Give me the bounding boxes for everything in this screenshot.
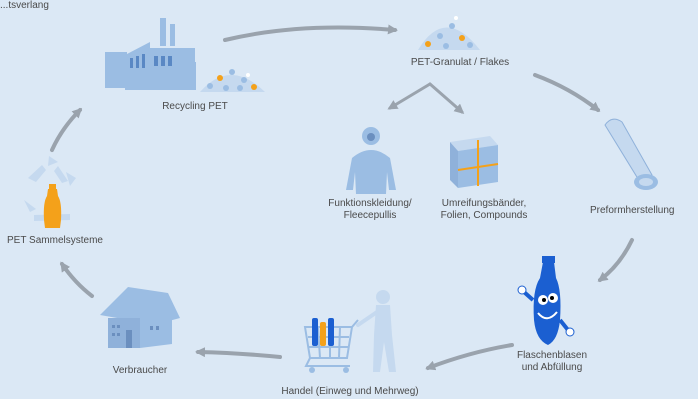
label-handel: Handel (Einweg und Mehrweg) <box>281 386 419 397</box>
arrow-sammel-to-recycling <box>50 107 83 152</box>
preform-icon <box>604 118 658 190</box>
arrow-recycling-to-granulat <box>223 24 398 42</box>
branch-peak-left <box>387 82 432 110</box>
label-funktionskleidung: Funktionskleidung/ Fleecepullis <box>310 198 430 222</box>
label-flaschenblasen: Flaschenblasen und Abfüllung <box>502 350 602 374</box>
granulate-pile-top <box>418 16 480 50</box>
shopping-cart-person-icon <box>303 290 396 373</box>
package-box-icon <box>450 136 499 188</box>
branch-arrows <box>387 82 465 114</box>
diagram-title-fragment: ...tsverlang <box>0 0 49 11</box>
arrow-handel-to-verbraucher <box>195 347 282 359</box>
label-sammelsysteme: PET Sammelsysteme <box>7 235 103 246</box>
label-umreifungsbaender-line-1: Umreifungsbänder, <box>441 198 527 209</box>
arrow-preform-to-flaschen <box>597 238 634 282</box>
arrow-verbraucher-to-sammel <box>60 261 94 298</box>
hoodie-icon <box>346 127 396 194</box>
label-umreifungsbaender-line-2: Folien, Compounds <box>440 210 528 221</box>
branch-peak-right <box>428 82 465 114</box>
label-flaschenblasen-line-2: und Abfüllung <box>521 362 583 373</box>
arrow-granulat-to-preform <box>533 73 601 112</box>
recycle-bottle-icon <box>24 156 76 228</box>
arrow-flaschen-to-handel <box>425 343 514 371</box>
house-icon <box>100 287 180 348</box>
label-umreifungsbaender: Umreifungsbänder, Folien, Compounds <box>424 198 544 222</box>
label-funktionskleidung-line-1: Funktionskleidung/ <box>328 198 412 209</box>
label-verbraucher: Verbraucher <box>112 365 168 376</box>
factory-icon <box>105 18 196 90</box>
label-flaschenblasen-line-1: Flaschenblasen <box>516 350 588 361</box>
label-preformherstellung: Preformherstellung <box>590 205 675 216</box>
label-pet-granulat: PET-Granulat / Flakes <box>410 57 510 68</box>
bottle-mascot-icon <box>517 256 575 345</box>
granulate-pile-left <box>200 69 265 92</box>
cycle-arrows <box>50 24 634 371</box>
label-recycling-pet: Recycling PET <box>162 101 228 112</box>
label-funktionskleidung-line-2: Fleecepullis <box>343 210 397 221</box>
